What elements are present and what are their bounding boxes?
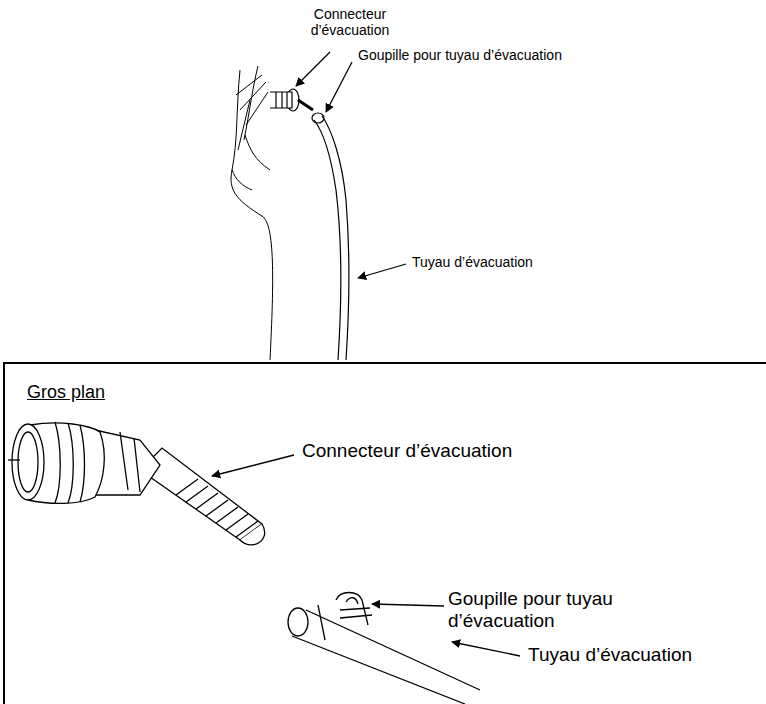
drain-hose — [312, 113, 349, 360]
part-label: Connecteur d’évacuation — [302, 440, 662, 462]
part-label: Goupille pour tuyau d’évacuation — [448, 588, 678, 632]
drain-hose-closeup — [288, 593, 480, 704]
part-label: Goupille pour tuyau d’évacuation — [358, 47, 678, 63]
drain-connector — [270, 89, 313, 111]
leader-line — [296, 52, 406, 278]
part-label: Connecteur d’évacuation — [300, 6, 400, 38]
machine-back — [231, 66, 273, 360]
part-label: Tuyau d’évacuation — [528, 644, 758, 666]
frame-heading: Gros plan — [27, 382, 105, 403]
part-label: Tuyau d’évacuation — [412, 254, 632, 270]
drain-connector-closeup — [8, 422, 265, 545]
